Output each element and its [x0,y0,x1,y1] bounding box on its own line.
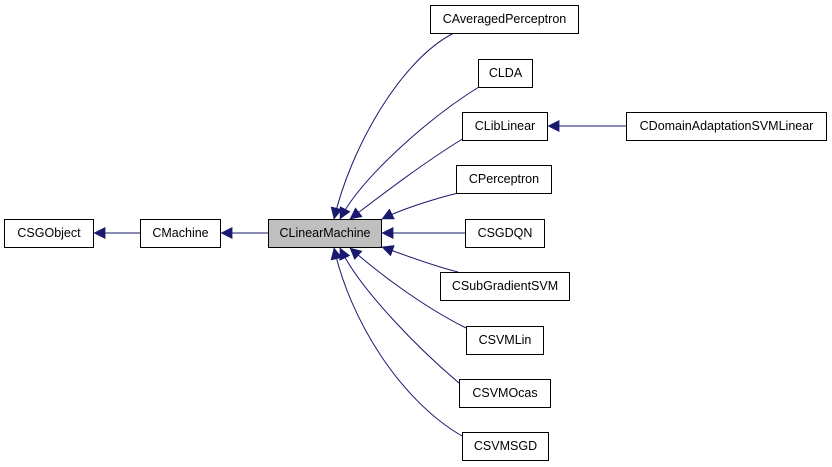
edge-csvmocas-to-clinearmachine [339,247,460,384]
edge-csubgradientsvm-to-clinearmachine [381,245,459,273]
edge-cliblinear-to-clinearmachine [349,137,465,220]
node-csvmlin[interactable]: CSVMLin [466,326,544,355]
edge-csvmlin-to-clinearmachine [349,247,467,329]
node-cmachine[interactable]: CMachine [140,219,221,248]
node-csvmocas[interactable]: CSVMOcas [459,379,551,408]
node-cperceptron[interactable]: CPerceptron [456,165,552,194]
node-csgdqn[interactable]: CSGDQN [465,219,545,248]
node-csubgradientsvm[interactable]: CSubGradientSVM [440,272,570,301]
node-caveragedperceptron[interactable]: CAveragedPerceptron [430,5,579,34]
edge-cperceptron-to-clinearmachine [381,192,459,220]
node-csvmsgd[interactable]: CSVMSGD [462,432,549,461]
node-clinearmachine[interactable]: CLinearMachine [268,219,382,248]
edge-caveragedperceptron-to-clinearmachine [330,32,455,220]
edge-clda-to-clinearmachine [339,84,483,220]
node-csgobject[interactable]: CSGObject [4,219,94,248]
edge-csvmsgd-to-clinearmachine [330,247,463,437]
node-cdomainadaptationsvmlinear[interactable]: CDomainAdaptationSVMLinear [626,112,827,141]
node-cliblinear[interactable]: CLibLinear [462,112,548,141]
node-clda[interactable]: CLDA [478,59,533,88]
